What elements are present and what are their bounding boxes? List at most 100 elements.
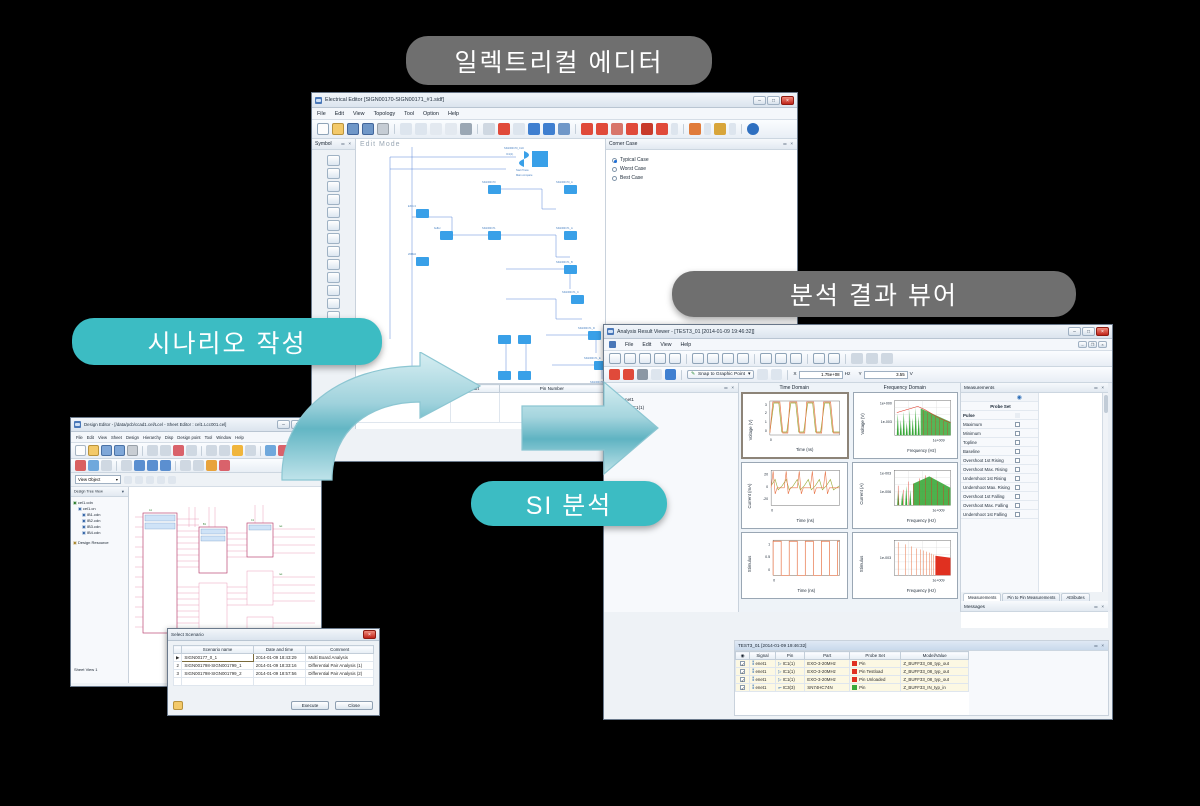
symbol-tline-icon[interactable] xyxy=(327,246,340,257)
scenario-table[interactable]: Scenario name Date and time Comment ▶ SI… xyxy=(172,645,374,686)
zoom-in-icon[interactable] xyxy=(528,123,540,135)
clear-icon[interactable] xyxy=(219,460,230,471)
symbol-receiver-icon[interactable] xyxy=(327,168,340,179)
symbol-via-icon[interactable] xyxy=(327,259,340,270)
result-viewer-window-buttons[interactable]: – □ × xyxy=(1068,327,1109,336)
grid-icon[interactable] xyxy=(232,445,243,456)
symbol-bidir-icon[interactable] xyxy=(327,181,340,192)
marker-delete-icon[interactable] xyxy=(707,353,719,364)
menu-edit[interactable]: Edit xyxy=(86,434,94,440)
measurement-item[interactable]: Maximum xyxy=(961,420,1038,429)
menu-sheet[interactable]: Sheet xyxy=(110,434,122,440)
measurement-checkbox[interactable] xyxy=(1015,457,1020,463)
symbol-resistor-icon[interactable] xyxy=(327,207,340,218)
menu-hierarchy[interactable]: Hierarchy xyxy=(142,434,161,440)
design-editor-toolbar-row2[interactable] xyxy=(71,459,321,473)
sheet-view-tab[interactable]: Sheet View 1 xyxy=(74,667,98,672)
dialog-window-buttons[interactable]: × xyxy=(363,630,376,639)
object-mirror-icon[interactable] xyxy=(168,475,176,484)
menu-tool[interactable]: Tool xyxy=(404,110,415,117)
plane-icon[interactable] xyxy=(193,460,204,471)
add-terminator-icon[interactable] xyxy=(626,123,638,135)
measurement-item[interactable]: Overshoot Max. Rising xyxy=(961,465,1038,474)
layer-icon[interactable] xyxy=(245,445,256,456)
symbol-inductor-icon[interactable] xyxy=(327,233,340,244)
zoom-all-icon[interactable] xyxy=(558,123,570,135)
result-viewer-toolbar-row2[interactable]: ✎ Snap to Graphic Point ▾ X Hz Y V xyxy=(604,367,1112,383)
text-icon[interactable] xyxy=(160,460,171,471)
measurement-item[interactable]: Minimum xyxy=(961,429,1038,438)
undo-icon[interactable] xyxy=(400,123,412,135)
tree-item[interactable]: ▣ cel1.cdn xyxy=(73,500,93,505)
add-receiver-icon[interactable] xyxy=(596,123,608,135)
about-icon[interactable] xyxy=(747,123,759,135)
menu-disp[interactable]: Disp xyxy=(164,434,174,440)
measurements-scrollbar[interactable] xyxy=(1102,393,1108,592)
panel-pin-close-icons[interactable]: ⚌ × xyxy=(723,384,735,390)
chart-current-time[interactable]: Current (mA) 20 0 -20 0 xyxy=(741,462,848,529)
table-row[interactable]: ✓ ⁑ enet1 ▷ IC1(1) EXO-3-20MHz Pin Unloa… xyxy=(735,675,969,684)
panel-pin-close-icons[interactable]: ⚌ × xyxy=(1093,642,1105,648)
bar-chart-icon[interactable] xyxy=(609,353,621,364)
waveform-icon[interactable] xyxy=(689,123,701,135)
open-icon[interactable] xyxy=(332,123,344,135)
object-filter-icon[interactable] xyxy=(124,475,132,484)
electrical-editor-menubar[interactable]: File Edit View Topology Tool Option Help xyxy=(312,108,797,120)
minimize-icon[interactable]: – xyxy=(277,420,290,429)
coord-x-group[interactable]: X Hz xyxy=(793,370,850,379)
mdi-window-buttons[interactable]: – ❐ × xyxy=(1078,341,1107,348)
measurement-item[interactable]: Baseline xyxy=(961,447,1038,456)
cursor-v-icon[interactable] xyxy=(722,353,734,364)
row-visibility-checkbox[interactable]: ✓ xyxy=(735,659,750,668)
measure-span-icon[interactable] xyxy=(828,353,840,364)
tab-attributes[interactable]: Attributes xyxy=(1061,593,1090,601)
maximize-icon[interactable]: □ xyxy=(1082,327,1095,336)
measurement-checkbox[interactable] xyxy=(1015,439,1020,445)
fft-icon[interactable] xyxy=(624,353,636,364)
menu-help[interactable]: Help xyxy=(235,434,244,440)
results-panel[interactable]: TEST3_01 [2014-01-09 19:46:32] ⚌ × ◉ Sig… xyxy=(734,640,1109,716)
symbol-power-icon[interactable] xyxy=(327,298,340,309)
save-icon[interactable] xyxy=(101,445,112,456)
coord-x-input[interactable] xyxy=(798,370,843,379)
zoom-out-icon[interactable] xyxy=(543,123,555,135)
electrical-editor-window-buttons[interactable]: – □ × xyxy=(753,95,794,105)
route-icon[interactable] xyxy=(265,445,276,456)
zoom-out-icon[interactable] xyxy=(219,445,230,456)
trace-icon[interactable] xyxy=(180,460,191,471)
via-icon[interactable] xyxy=(101,460,112,471)
checkbox-icon[interactable]: ✓ xyxy=(740,669,745,676)
design-tree-list[interactable]: ▣ cel1.cdn ▣ cel1.cn ▣ IB1.cdn ▣ IB2.cdn… xyxy=(71,497,128,549)
measurement-checkbox[interactable] xyxy=(1015,430,1020,436)
symbol-capacitor-icon[interactable] xyxy=(327,220,340,231)
chart-voltage-frequency[interactable]: Voltage (V) 1e+000 1e-003 xyxy=(852,392,958,459)
minimize-icon[interactable]: – xyxy=(1068,327,1081,336)
cut-icon[interactable] xyxy=(147,445,158,456)
select-scenario-dialog[interactable]: Select Scenario × Scenario name Date and… xyxy=(167,628,380,716)
symbol-connector-icon[interactable] xyxy=(327,272,340,283)
paste-icon[interactable] xyxy=(460,123,472,135)
new-icon[interactable] xyxy=(317,123,329,135)
object-lock-icon[interactable] xyxy=(135,475,143,484)
current-icon[interactable] xyxy=(654,353,666,364)
measurement-checkbox[interactable] xyxy=(1015,421,1020,427)
redo-icon[interactable] xyxy=(415,123,427,135)
dropdown-arrow-icon[interactable] xyxy=(671,123,678,135)
coord-y-group[interactable]: Y V xyxy=(858,370,913,379)
row-visibility-checkbox[interactable]: ✓ xyxy=(735,667,750,676)
measurement-item[interactable]: Overshoot 1st Falling xyxy=(961,492,1038,501)
object-align-icon[interactable] xyxy=(157,475,165,484)
menu-option[interactable]: Option xyxy=(423,110,439,117)
report-icon[interactable] xyxy=(881,353,893,364)
menu-window[interactable]: Window xyxy=(216,434,232,440)
print-icon[interactable] xyxy=(377,123,389,135)
zoom-in-icon[interactable] xyxy=(206,445,217,456)
table-row[interactable]: ✓ ⁑ enet1 ▷ IC1(1) EXO-3-20MHz Pin Z_BUF… xyxy=(735,659,969,668)
symbol-button-list[interactable] xyxy=(312,150,355,340)
design-editor-menubar[interactable]: File Edit View Sheet Design Hierarchy Di… xyxy=(71,432,321,443)
tree-item[interactable]: ▣ IB4.cdn xyxy=(82,530,101,535)
object-group-icon[interactable] xyxy=(146,475,154,484)
browse-folder-icon[interactable] xyxy=(173,701,183,710)
measurement-checkbox[interactable] xyxy=(1015,493,1020,499)
zoom-in-icon[interactable] xyxy=(665,369,676,380)
